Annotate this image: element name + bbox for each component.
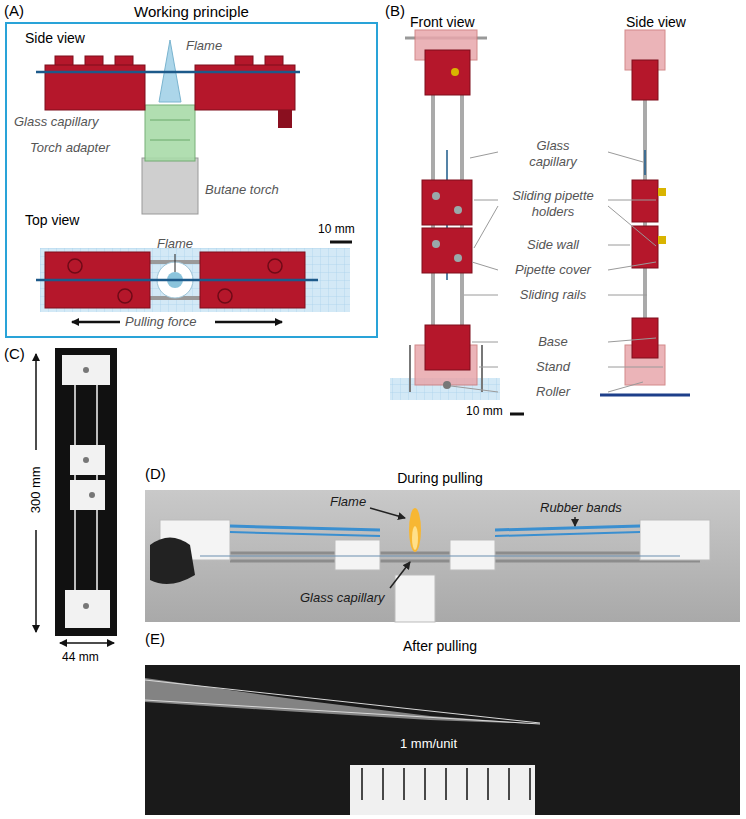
top-view-drawing: [36, 242, 352, 322]
panel-letter: (E): [145, 630, 165, 648]
panel-title: After pulling: [290, 638, 590, 655]
part-label: Side wall: [503, 237, 603, 253]
view-title: Side view: [626, 14, 686, 31]
part-label: Stand: [503, 359, 603, 375]
panel-title: Working principle: [7, 3, 376, 21]
view-title: Top view: [25, 212, 79, 229]
dimension-label: 44 mm: [62, 650, 99, 664]
part-label: Flame: [145, 236, 205, 252]
leader-lines: [451, 152, 663, 392]
panel-letter: (B): [385, 2, 405, 20]
photo-after-pulling: [145, 665, 740, 815]
part-label: Glass capillary: [518, 138, 588, 169]
photo-device-upright: [36, 348, 117, 643]
part-label: Sliding pipette holders: [503, 188, 603, 219]
front-view-drawing: [390, 30, 524, 414]
scale-label: 10 mm: [318, 222, 355, 236]
panel-title: During pulling: [290, 470, 590, 487]
part-label: Torch adapter: [30, 140, 110, 156]
view-title: Front view: [410, 14, 475, 31]
photo-during-pulling: [145, 490, 740, 622]
part-label: Butane torch: [205, 182, 279, 198]
scale-label: 1 mm/unit: [400, 736, 457, 752]
side-view-drawing: [600, 30, 690, 395]
photo-label: Rubber bands: [540, 500, 622, 516]
dimension-label: 300 mm: [28, 455, 44, 525]
panel-letter: (A): [4, 2, 24, 20]
part-label: Flame: [186, 38, 222, 54]
panel-letter: (C): [4, 345, 25, 363]
part-label: Sliding rails: [503, 287, 603, 303]
force-label: Pulling force: [125, 314, 197, 330]
view-title: Side view: [25, 30, 85, 47]
part-label: Pipette cover: [503, 262, 603, 278]
scale-label: 10 mm: [466, 404, 503, 418]
part-label: Glass capillary: [14, 114, 99, 130]
panel-frame: Working principle: [5, 22, 378, 338]
photo-label: Glass capillary: [300, 590, 385, 606]
part-label: Roller: [503, 384, 603, 400]
photo-label: Flame: [330, 494, 366, 510]
panel-letter: (D): [145, 465, 166, 483]
part-label: Base: [503, 334, 603, 350]
